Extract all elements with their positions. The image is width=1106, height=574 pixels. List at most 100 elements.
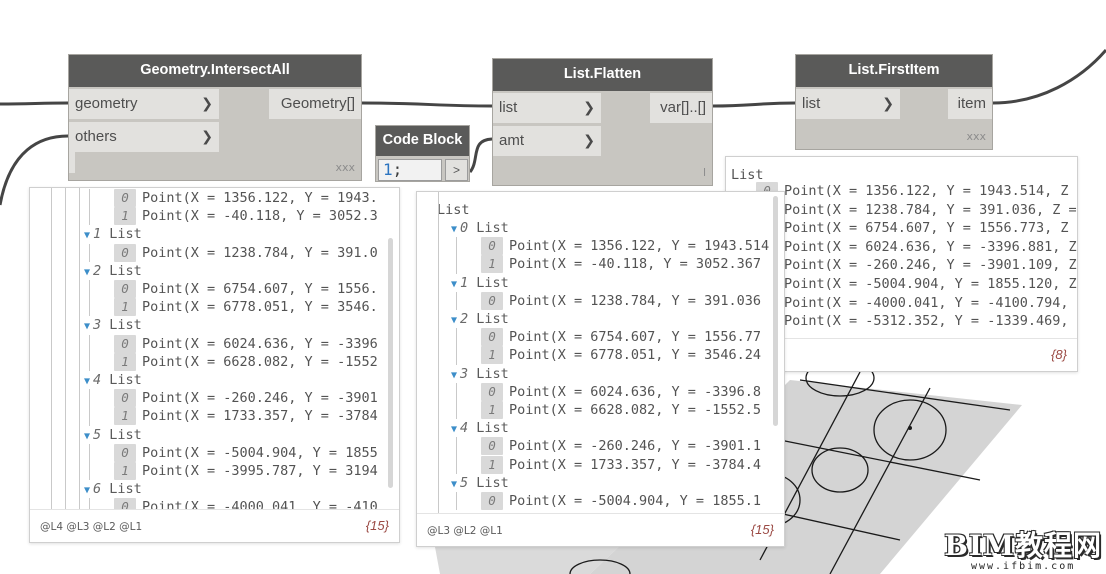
watermark-logo: BIM教程网 www.ifbim.com	[944, 531, 1102, 573]
item-index: 0	[481, 237, 503, 256]
input-port-list[interactable]: list ❯	[493, 93, 601, 123]
preview-item: 5Point(X = -5004.904, Y = 1855.120, Z	[756, 275, 1077, 293]
preview-item: 4Point(X = -260.246, Y = -3901.109, Z	[756, 256, 1077, 275]
wire-flatten-to-firstitem	[712, 101, 796, 108]
lacing-indicator[interactable]: xxx	[335, 161, 355, 174]
sublist-header: ▼5 List	[451, 474, 509, 492]
item-index: 1	[114, 207, 136, 226]
output-port-var[interactable]: var[]..[]	[650, 93, 712, 123]
sublist-label: 4 List	[460, 420, 509, 437]
item-value: Point(X = 6024.636, Y = -3396	[142, 335, 378, 352]
tree-guide-line	[456, 401, 457, 420]
tree-guide-line	[89, 462, 90, 481]
sublist-header: ▼1 List	[451, 274, 509, 292]
node-title[interactable]: Code Block	[376, 126, 469, 156]
expand-triangle-icon[interactable]: ▼	[84, 321, 91, 333]
item-value: Point(X = 1238.784, Y = 391.036	[509, 292, 761, 309]
expand-triangle-icon[interactable]: ▼	[84, 230, 91, 242]
tree-guide-line	[89, 298, 90, 317]
preview-item: 1 Point(X = -40.118, Y = 3052.3	[114, 207, 378, 226]
expand-triangle-icon[interactable]: ▼	[451, 224, 458, 235]
output-port-item[interactable]: item	[948, 89, 992, 119]
preview-root-label: List	[731, 167, 764, 183]
item-value: Point(X = -3995.787, Y = 3194	[142, 463, 378, 479]
item-value: Point(X = -5004.904, Y = 1855	[142, 444, 378, 461]
item-index: 0	[114, 243, 136, 262]
tree-guide-line	[456, 455, 457, 474]
expand-triangle-icon[interactable]: ▼	[451, 424, 458, 436]
input-port-others[interactable]: others ❯	[69, 122, 219, 152]
expand-triangle-icon[interactable]: ▼	[84, 430, 91, 442]
expand-triangle-icon[interactable]: ▼	[451, 478, 458, 490]
chevron-right-icon: ❯	[583, 132, 595, 148]
node-list-flatten[interactable]: List.Flatten list ❯ amt ❯ var[]..[] l	[492, 58, 713, 186]
item-value: Point(X = 6754.607, Y = 1556.773, Z =	[784, 220, 1077, 237]
preview-root-label: List	[437, 202, 470, 218]
item-index: 1	[114, 462, 136, 480]
item-value: Point(X = 1238.784, Y = 391.0	[142, 244, 378, 261]
item-value: Point(X = 6024.636, Y = -3396.881, Z	[784, 238, 1077, 255]
sublist-label: 3 List	[93, 317, 142, 334]
node-geometry-intersectall[interactable]: Geometry.IntersectAll geometry ❯ others …	[68, 54, 362, 181]
expand-triangle-icon[interactable]: ▼	[84, 485, 91, 497]
item-count: {8}	[1051, 347, 1067, 362]
tree-guide-line	[456, 382, 457, 401]
code-number: 1	[383, 160, 393, 179]
sublist-label: 6 List	[93, 481, 142, 498]
sublist-label: 5 List	[460, 474, 509, 491]
node-list-firstitem[interactable]: List.FirstItem list ❯ item xxx	[795, 54, 993, 150]
preview-item: 6Point(X = -4000.041, Y = -4100.794, Z	[756, 293, 1077, 312]
node-title[interactable]: List.FirstItem	[796, 55, 992, 87]
item-index: 0	[481, 492, 503, 510]
expand-triangle-icon[interactable]: ▼	[84, 266, 91, 278]
preview-item: 1 Point(X = -3995.787, Y = 3194	[114, 462, 378, 480]
sublist-header: ▼0 List	[451, 219, 509, 237]
item-value: Point(X = -40.118, Y = 3052.3	[142, 208, 378, 225]
input-port-list[interactable]: list ❯	[796, 89, 900, 119]
expand-triangle-icon[interactable]: ▼	[84, 376, 91, 387]
node-title[interactable]: Geometry.IntersectAll	[69, 55, 361, 87]
node-title[interactable]: List.Flatten	[493, 59, 712, 91]
expand-triangle-icon[interactable]: ▼	[451, 369, 458, 381]
expand-triangle-icon[interactable]: ▼	[451, 278, 458, 290]
preview-scrollbar[interactable]	[388, 238, 393, 488]
item-value: Point(X = -260.246, Y = -3901.109, Z	[784, 257, 1077, 274]
input-port-geometry[interactable]	[69, 143, 75, 173]
code-block-output-port[interactable]: >	[445, 159, 468, 181]
input-port-geometry[interactable]: geometry ❯	[69, 89, 219, 119]
sublist-header: ▼3 List	[451, 365, 509, 383]
output-port-geometry-array[interactable]: Geometry[]	[269, 89, 361, 119]
item-index: 0	[481, 437, 503, 456]
item-index: 1	[481, 346, 503, 365]
node-code-block[interactable]: Code Block 1; >	[375, 125, 470, 182]
sublist-label: 1 List	[460, 274, 509, 291]
tree-guide-line	[456, 291, 457, 310]
item-value: Point(X = -5004.904, Y = 1855.1	[509, 493, 761, 509]
list-levels[interactable]: @L3 @L2 @L1	[427, 525, 503, 537]
code-editor[interactable]: 1;	[378, 159, 442, 181]
input-port-amt[interactable]: amt ❯	[493, 126, 601, 156]
tree-guide-line	[89, 407, 90, 426]
lacing-indicator[interactable]: l	[702, 166, 706, 179]
list-levels[interactable]: @L4 @L3 @L2 @L1	[40, 521, 143, 533]
chevron-right-icon: ❯	[882, 95, 894, 111]
lacing-indicator[interactable]: xxx	[966, 130, 986, 143]
tree-guide-line	[456, 346, 457, 365]
item-value: Point(X = 6754.607, Y = 1556.77	[509, 329, 761, 346]
item-index: 1	[114, 407, 136, 426]
item-count: {15}	[750, 522, 774, 537]
preview-scrollbar[interactable]	[773, 196, 778, 426]
item-index: 0	[114, 389, 136, 408]
wire-intersect-to-flatten	[361, 101, 493, 108]
expand-triangle-icon[interactable]: ▼	[451, 315, 458, 326]
